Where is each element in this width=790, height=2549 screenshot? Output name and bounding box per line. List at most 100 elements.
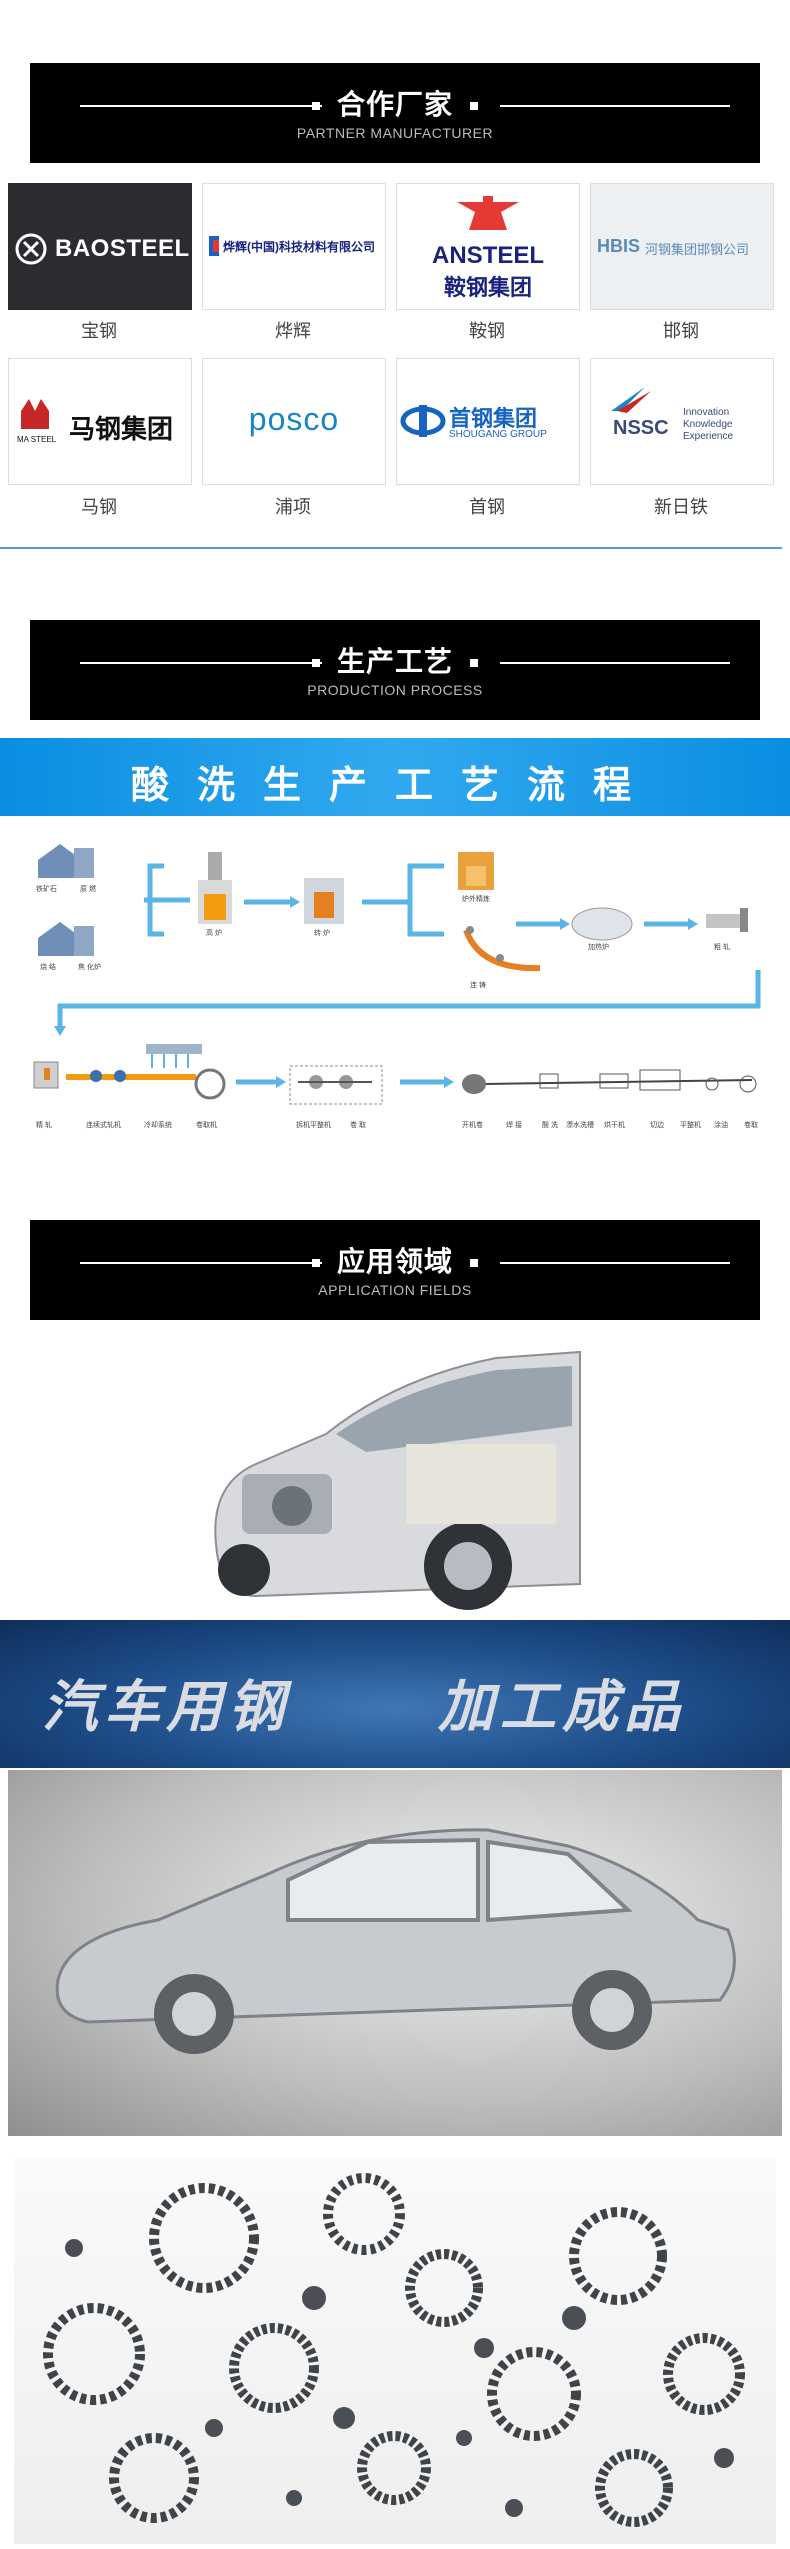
process-header: 生产工艺 PRODUCTION PROCESS xyxy=(30,620,760,720)
process-banner: 酸洗生产工艺流程 xyxy=(0,738,790,816)
partner-name-posco: 浦项 xyxy=(275,497,311,517)
header-line-left xyxy=(80,662,322,664)
label-cooling: 冷却系统 xyxy=(144,1122,172,1129)
label-finish: 精 轧 xyxy=(36,1122,52,1129)
header-line-left xyxy=(80,105,322,107)
process-banner-title: 酸洗生产工艺流程 xyxy=(130,765,659,807)
label-edge: 切边 xyxy=(650,1122,664,1129)
application-subtitle: APPLICATION FIELDS xyxy=(318,1282,472,1298)
partner-name-nssc: 新日铁 xyxy=(654,497,708,517)
label-continuous: 连续式轧机 xyxy=(86,1122,121,1129)
nssc-logo-graphic xyxy=(611,387,651,413)
partner-name-yehui: 烨辉 xyxy=(275,321,311,341)
label-acid: 漂水洗槽 xyxy=(566,1122,594,1129)
label-level: 拆机平整机 xyxy=(296,1122,331,1129)
converter-icon xyxy=(304,878,344,924)
refining-icon xyxy=(458,852,494,890)
section-divider xyxy=(0,547,782,549)
label-rough: 粗 轧 xyxy=(714,944,730,951)
ore-yard-icon xyxy=(38,844,94,956)
car-body-frame-graphic xyxy=(55,1828,736,2054)
label-pickle: 酸 洗 xyxy=(542,1122,558,1129)
label-stack: 卷 取 xyxy=(350,1122,366,1129)
label-blast: 烧 结 xyxy=(40,964,56,971)
partners-title: 合作厂家 xyxy=(336,89,453,120)
header-dot-right xyxy=(470,1259,478,1267)
rough-mill-icon xyxy=(706,908,748,932)
ansteel-logo-sub: 鞍钢集团 xyxy=(443,275,532,300)
label-flat: 平整机 xyxy=(680,1122,701,1129)
yehui-logo-graphic xyxy=(209,236,219,256)
logo-nssc: NSSC Innovation Knowledge Experience xyxy=(590,358,774,485)
header-dot-right xyxy=(470,659,478,667)
ansteel-logo-graphic xyxy=(457,196,519,230)
shougang-logo-sub: SHOUGANG GROUP xyxy=(449,429,547,440)
application-header: 应用领域 APPLICATION FIELDS xyxy=(30,1220,760,1320)
posco-logo-text: posco xyxy=(248,401,340,437)
header-dot-right xyxy=(470,102,478,110)
masteel-logo-sub: MA STEEL xyxy=(17,435,57,444)
process-subtitle: PRODUCTION PROCESS xyxy=(307,682,483,698)
partners-subtitle: PARTNER MANUFACTURER xyxy=(296,125,494,141)
heating-furnace-icon xyxy=(571,907,633,941)
header-line-right xyxy=(500,1262,730,1264)
process-flow-diagram xyxy=(33,844,761,1105)
label-ore: 铁矿石 xyxy=(36,886,57,893)
header-line-left xyxy=(80,1262,322,1264)
header-line-right xyxy=(500,662,730,664)
partner-name-shougang: 首钢 xyxy=(469,497,505,517)
pickling-line-icon xyxy=(462,1069,757,1094)
logo-masteel: 马钢集团 MA STEEL xyxy=(8,358,192,485)
label-weld: 焊 接 xyxy=(506,1122,522,1129)
logo-yehui: 烨辉(中国)科技材料有限公司 xyxy=(202,183,386,310)
shougang-logo-graphic xyxy=(400,405,446,437)
label-refine: 炉外精炼 xyxy=(462,896,490,903)
car-body-photo xyxy=(8,1770,782,2136)
partners-header: 合作厂家 PARTNER MANUFACTURER xyxy=(30,63,760,163)
nssc-logo-text: NSSC xyxy=(613,417,669,439)
process-title: 生产工艺 xyxy=(336,646,453,677)
label-caster: 连 铸 xyxy=(470,982,486,989)
finishing-mill-icon xyxy=(33,1061,59,1089)
shougang-logo-text: 首钢集团 xyxy=(449,406,538,431)
yehui-logo-text: 烨辉(中国)科技材料有限公司 xyxy=(223,240,375,254)
hbis-logo-sub: 河钢集团邯钢公司 xyxy=(645,242,750,257)
label-coiler: 卷取机 xyxy=(196,1122,217,1129)
gears-photo xyxy=(14,2158,776,2544)
label-furnace: 高 炉 xyxy=(206,930,222,937)
label-reel: 卷取 xyxy=(744,1122,758,1129)
label-dry: 烘干机 xyxy=(604,1122,625,1129)
label-oil: 涂油 xyxy=(714,1122,728,1129)
masteel-logo-graphic xyxy=(21,399,49,429)
finished-products-text: 加工成品 xyxy=(438,1675,686,1738)
header-dot-left xyxy=(312,659,320,667)
header-dot-left xyxy=(312,102,320,110)
furnace-icon xyxy=(198,852,232,924)
label-coke: 焦 化炉 xyxy=(78,964,101,971)
label-coal: 原 燃 xyxy=(80,886,96,893)
ansteel-logo-text: ANSTEEL xyxy=(431,242,544,269)
logo-hbis: HBIS 河钢集团邯钢公司 xyxy=(590,183,774,310)
logo-ansteel: ANSTEEL 鞍钢集团 xyxy=(396,183,580,310)
partner-name-baosteel: 宝钢 xyxy=(81,321,117,341)
label-converter: 转 炉 xyxy=(314,930,330,937)
baosteel-logo-graphic xyxy=(15,233,47,265)
nssc-logo-sub: Innovation Knowledge Experience xyxy=(683,407,734,442)
baosteel-logo-text: BAOSTEEL xyxy=(55,235,190,262)
auto-steel-text: 汽车用钢 xyxy=(42,1675,290,1738)
caster-icon xyxy=(463,926,541,972)
header-line-right xyxy=(500,105,730,107)
gears-graphic xyxy=(43,2173,745,2527)
logo-posco: posco xyxy=(202,358,386,485)
application-title: 应用领域 xyxy=(336,1246,453,1277)
partner-name-ansteel: 鞍钢 xyxy=(469,321,505,341)
label-heat: 加热炉 xyxy=(588,944,609,951)
header-dot-left xyxy=(312,1259,320,1267)
label-uncoil: 开机卷 xyxy=(462,1122,483,1129)
hbis-logo-text: HBIS xyxy=(597,236,641,256)
leveler-icon xyxy=(289,1065,383,1105)
auto-steel-banner: 汽车用钢 加工成品 xyxy=(0,1620,790,1768)
logo-shougang: 首钢集团 SHOUGANG GROUP xyxy=(396,358,580,485)
logo-baosteel: BAOSTEEL xyxy=(8,183,192,310)
car-cutaway-image xyxy=(214,1350,581,1610)
